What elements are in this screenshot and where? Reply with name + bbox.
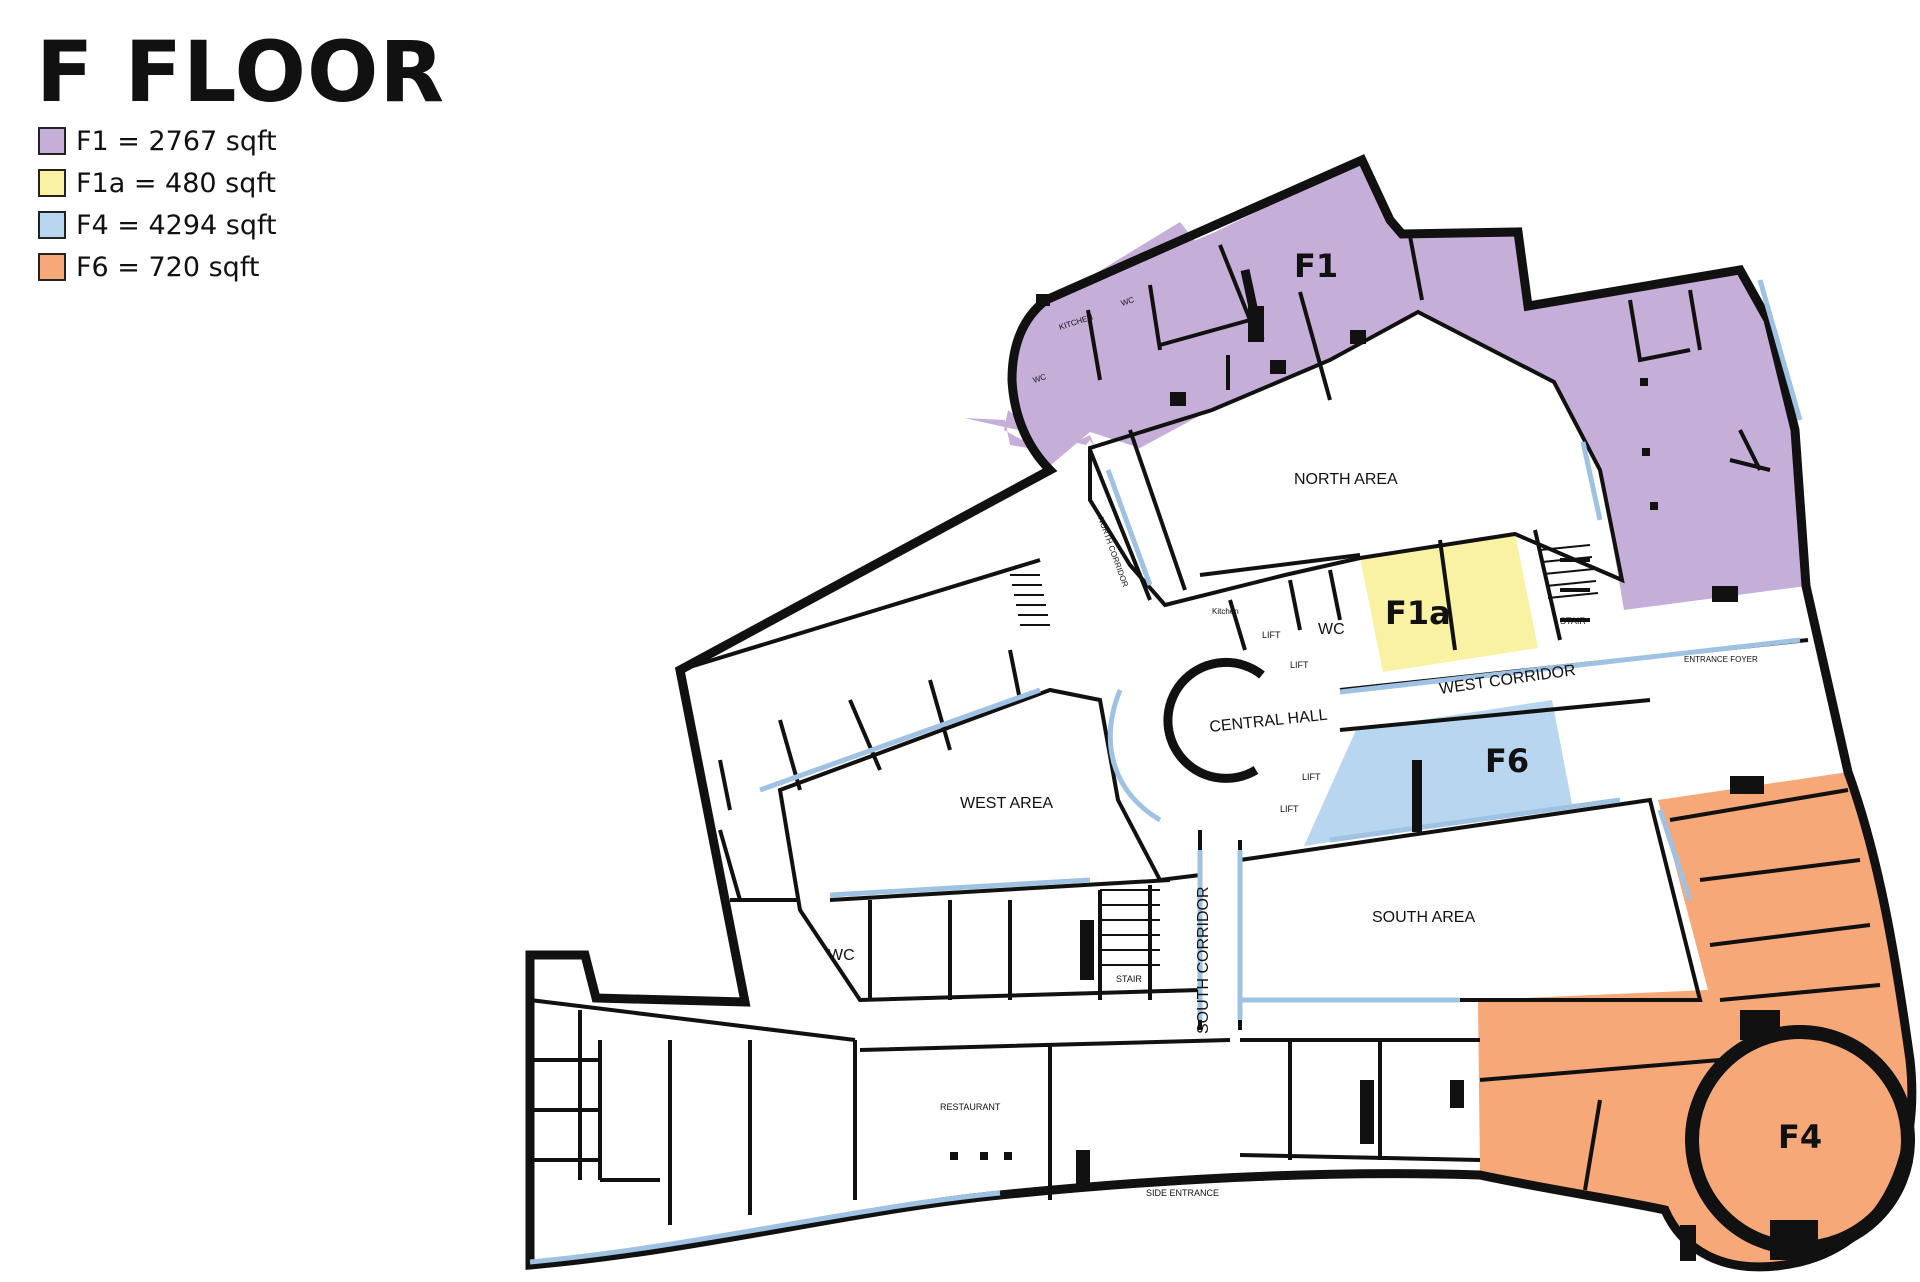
outer-wall <box>525 154 1917 1272</box>
area-label-west-corridor: WEST CORRIDOR <box>1438 662 1577 698</box>
f4-interior <box>1479 788 1881 1191</box>
room-label-lift-1: LIFT <box>1262 630 1281 640</box>
south-area-boundary <box>1238 797 1703 1002</box>
legend-label-f6: F6 = 720 sqft <box>76 251 260 283</box>
room-label-kitchen-central: Kitchen <box>1212 607 1239 616</box>
north-area-boundary <box>1088 309 1625 608</box>
legend-label-f1a: F1a = 480 sqft <box>76 167 276 199</box>
legend-item-f4: F4 = 4294 sqft <box>38 204 277 246</box>
f1-interior <box>1086 235 1771 472</box>
unit-f1-region[interactable] <box>1010 160 1806 610</box>
legend-swatch-f1 <box>38 127 66 155</box>
stair-north-hatch <box>1010 574 1050 626</box>
area-label-restaurant: RESTAURANT <box>940 1102 1001 1112</box>
room-label-wc-north-b: WC <box>1032 372 1048 385</box>
page-title: F FLOOR <box>36 23 446 121</box>
glazing <box>529 279 1803 1265</box>
legend-label-f4: F4 = 4294 sqft <box>76 209 277 241</box>
unit-f6-region[interactable] <box>1478 772 1912 1267</box>
stair-f1a-hatch <box>1539 544 1599 599</box>
legend-swatch-f1a <box>38 169 66 197</box>
area-label-south: SOUTH AREA <box>1372 909 1475 926</box>
area-label-central-hall: CENTRAL HALL <box>1209 707 1329 736</box>
central-hall-ring <box>1163 657 1265 783</box>
area-label-west: WEST AREA <box>960 795 1053 812</box>
room-label-wc-west: WC <box>828 947 855 964</box>
pillars <box>950 294 1818 1261</box>
room-label-wc-north-a: WC <box>1120 295 1136 308</box>
legend-item-f1: F1 = 2767 sqft <box>38 120 277 162</box>
room-label-lift-2: LIFT <box>1290 660 1309 670</box>
legend-swatch-f4 <box>38 211 66 239</box>
unit-label-f1a: F1a <box>1385 594 1451 632</box>
area-label-north-corridor: NORTH CORRIDOR <box>1096 516 1130 589</box>
legend-label-f1: F1 = 2767 sqft <box>76 125 277 157</box>
room-label-lift-3: LIFT <box>1302 772 1321 782</box>
room-label-wc-central: WC <box>1318 621 1345 638</box>
legend: F1 = 2767 sqft F1a = 480 sqft F4 = 4294 … <box>38 120 277 288</box>
legend-swatch-f6 <box>38 253 66 281</box>
area-label-south-corridor: SOUTH CORRIDOR <box>1195 886 1212 1034</box>
unit-f4-region[interactable] <box>1304 700 1572 846</box>
room-label-lift-4: LIFT <box>1280 804 1299 814</box>
room-label-stair-north: STAIR <box>1560 616 1586 626</box>
unit-label-f6: F6 <box>1485 742 1529 780</box>
south-block <box>1239 1038 1481 1162</box>
area-label-north: NORTH AREA <box>1294 471 1398 488</box>
north-corridor-wall <box>1088 429 1187 601</box>
unit-label-f1: F1 <box>1294 247 1338 285</box>
area-label-side-entrance: SIDE ENTRANCE <box>1146 1188 1219 1198</box>
south-west-rooms <box>829 878 1171 1000</box>
room-label-stair-south: STAIR <box>1116 974 1142 984</box>
legend-item-f1a: F1a = 480 sqft <box>38 162 277 204</box>
area-label-entrance-foyer: ENTRANCE FOYER <box>1684 655 1758 664</box>
west-rooms <box>679 558 1041 902</box>
stair-south-hatch <box>1100 889 1160 966</box>
west-area-boundary <box>777 687 1202 1003</box>
restaurant-block <box>529 998 1231 1225</box>
unit-label-f4: F4 <box>1778 1118 1822 1156</box>
legend-item-f6: F6 = 720 sqft <box>38 246 277 288</box>
